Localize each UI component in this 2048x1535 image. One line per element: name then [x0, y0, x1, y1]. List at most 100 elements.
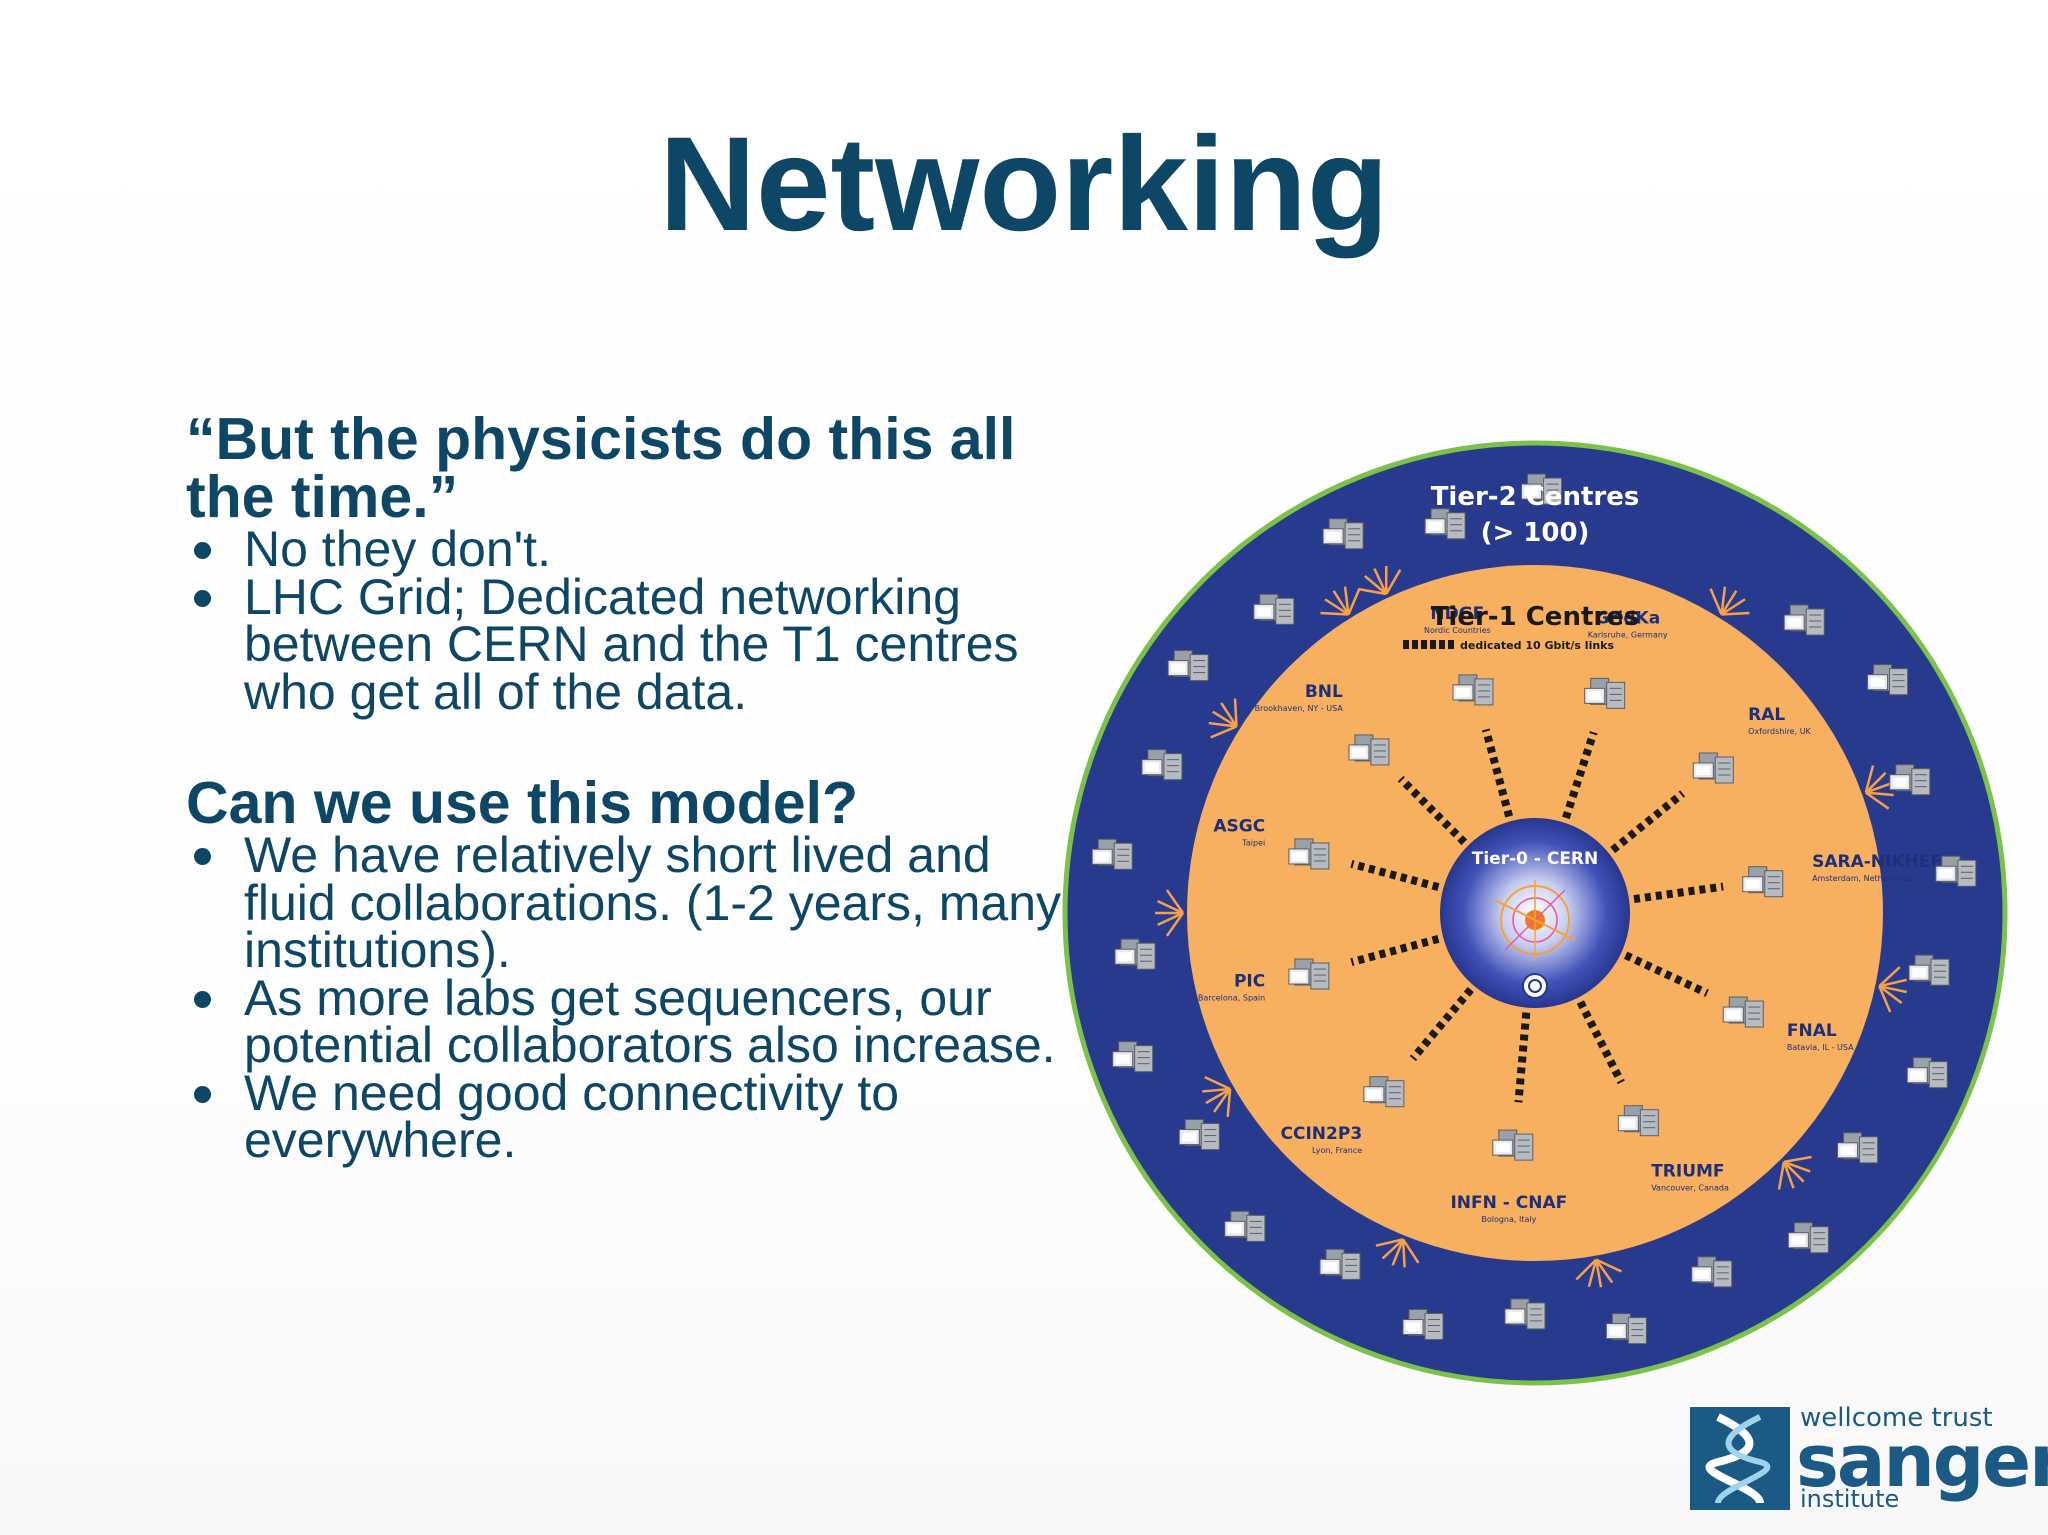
tier1-centre-location: Vancouver, Canada — [1651, 1183, 1729, 1192]
tier1-centre-location: Lyon, France — [1312, 1146, 1362, 1155]
section1-bullets: No they don't. LHC Grid; Dedicated netwo… — [186, 524, 1066, 717]
tier1-title: Tier-1 Centres — [1431, 602, 1640, 632]
tier1-link — [1514, 1012, 1531, 1103]
connection-star-icon — [1155, 889, 1185, 937]
tier1-centre-name: RAL — [1748, 705, 1785, 725]
server-icon — [1114, 938, 1156, 970]
list-item: LHC Grid; Dedicated networking between C… — [186, 572, 1066, 717]
link-legend-label: dedicated 10 Gbit/s links — [1460, 639, 1614, 652]
connection-star-icon — [1375, 1238, 1420, 1268]
link-legend — [1403, 640, 1454, 649]
connection-star-icon — [1575, 1258, 1623, 1288]
tier1-centre-location: Brookhaven, NY - USA — [1255, 704, 1344, 713]
list-item: We need good connectivity to everywhere. — [186, 1068, 1066, 1165]
text-content: “But the physicists do this all the time… — [186, 410, 1066, 1165]
tier1-links — [1350, 728, 1724, 1103]
server-icon — [1224, 1210, 1266, 1242]
server-icon — [1288, 838, 1330, 870]
server-icon — [1363, 1076, 1405, 1108]
server-icon — [1605, 1313, 1647, 1345]
tier0-title: Tier-0 - CERN — [1472, 849, 1599, 869]
logo-line-sanger: sanger — [1796, 1419, 2048, 1503]
tier1-link — [1633, 882, 1724, 904]
bullet-text: We need good connectivity to everywhere. — [244, 1064, 900, 1168]
tier2-count: (> 100) — [1481, 518, 1590, 548]
tier1-centre-name: PIC — [1234, 972, 1265, 992]
logo-line-wellcome: wellcome trust — [1800, 1403, 1993, 1433]
bullet-text: No they don't. — [244, 521, 551, 577]
section2-heading: Can we use this model? — [186, 770, 859, 836]
connection-star-icon — [1709, 586, 1750, 616]
section1-heading: “But the physicists do this all the time… — [186, 406, 1016, 530]
server-icon — [1322, 518, 1364, 550]
connection-star-icon — [1320, 586, 1361, 616]
tier1-centre-name: BNL — [1305, 682, 1343, 702]
server-icon — [1319, 1248, 1361, 1280]
tier1-link — [1576, 1000, 1625, 1085]
tier1-centre-name: TRIUMF — [1651, 1161, 1724, 1181]
bullet-text: As more labs get sequencers, our potenti… — [244, 969, 1056, 1073]
server-icon — [1091, 838, 1133, 870]
server-icon — [1889, 764, 1931, 796]
server-icon — [1722, 996, 1764, 1028]
list-item: We have relatively short lived and fluid… — [186, 830, 1066, 975]
server-icon — [1837, 1132, 1879, 1164]
connection-star-icon — [1202, 1076, 1232, 1118]
bullet-icon — [194, 1085, 211, 1103]
bullet-icon — [194, 589, 211, 607]
tier2-connection-stars — [1155, 565, 1907, 1288]
server-icon — [1906, 1057, 1948, 1089]
bullet-icon — [194, 542, 211, 559]
server-icon — [1178, 1119, 1220, 1151]
server-icon — [1867, 664, 1909, 696]
server-icon — [1288, 958, 1330, 990]
server-icon — [1253, 593, 1295, 625]
tier1-centre-name: INFN - CNAF — [1450, 1193, 1567, 1213]
logo-line-institute: institute — [1800, 1485, 1900, 1513]
slide-title: Networking — [659, 110, 1389, 259]
dna-logo-icon — [1690, 1407, 1790, 1510]
server-icon — [1787, 1222, 1829, 1254]
tier1-centre-location: Oxfordshire, UK — [1748, 727, 1811, 736]
server-icon — [1584, 677, 1626, 709]
server-icon — [1742, 866, 1784, 898]
bullet-text: LHC Grid; Dedicated networking between C… — [244, 568, 1019, 720]
bullet-icon — [194, 848, 211, 865]
list-item: As more labs get sequencers, our potenti… — [186, 973, 1066, 1070]
tier1-centre-name: GridKa — [1595, 609, 1660, 629]
server-icon — [1504, 1298, 1546, 1330]
tier1-centre-name: FNAL — [1787, 1021, 1837, 1041]
server-icon — [1908, 954, 1950, 986]
server-icon — [1617, 1105, 1659, 1137]
tier1-link — [1409, 987, 1474, 1062]
tier1-centre-location: Bologna, Italy — [1481, 1215, 1536, 1224]
connection-star-icon — [1208, 698, 1238, 739]
section2-bullets: We have relatively short lived and fluid… — [186, 830, 1066, 1165]
tier1-centre-location: Amsterdam, Netherlands — [1812, 874, 1912, 883]
server-icon — [1492, 1129, 1534, 1161]
tier1-link — [1562, 731, 1598, 820]
server-icon — [1692, 752, 1734, 784]
tier1-centre-name: NDGF — [1430, 604, 1484, 624]
tier1-centre-name: ASGC — [1213, 816, 1265, 836]
connection-star-icon — [1358, 565, 1402, 596]
tier1-centre-location: Karlsruhe, Germany — [1588, 631, 1668, 640]
tier1-centre-location: Taipei — [1241, 838, 1265, 847]
tier1-centre-name: SARA-NIKHEF — [1812, 852, 1942, 872]
tier1-link — [1610, 790, 1686, 854]
server-icon — [1452, 674, 1494, 706]
bullet-text: We have relatively short lived and fluid… — [244, 827, 1062, 978]
tier1-centre-location: Barcelona, Spain — [1198, 994, 1265, 1003]
tier1-centre-name: CCIN2P3 — [1281, 1124, 1363, 1144]
server-icon — [1112, 1041, 1154, 1073]
tier2-title: Tier-2 Centres — [1431, 482, 1640, 512]
sanger-logo: wellcome trust sanger institute — [1690, 1403, 2048, 1515]
tier1-centre-location: Batavia, IL - USA — [1787, 1043, 1854, 1052]
tier1-link — [1623, 951, 1709, 997]
tier1-link — [1350, 859, 1440, 891]
list-item: No they don't. — [186, 524, 1066, 574]
server-icon — [1141, 749, 1183, 781]
cern-logo-icon — [1522, 973, 1548, 999]
